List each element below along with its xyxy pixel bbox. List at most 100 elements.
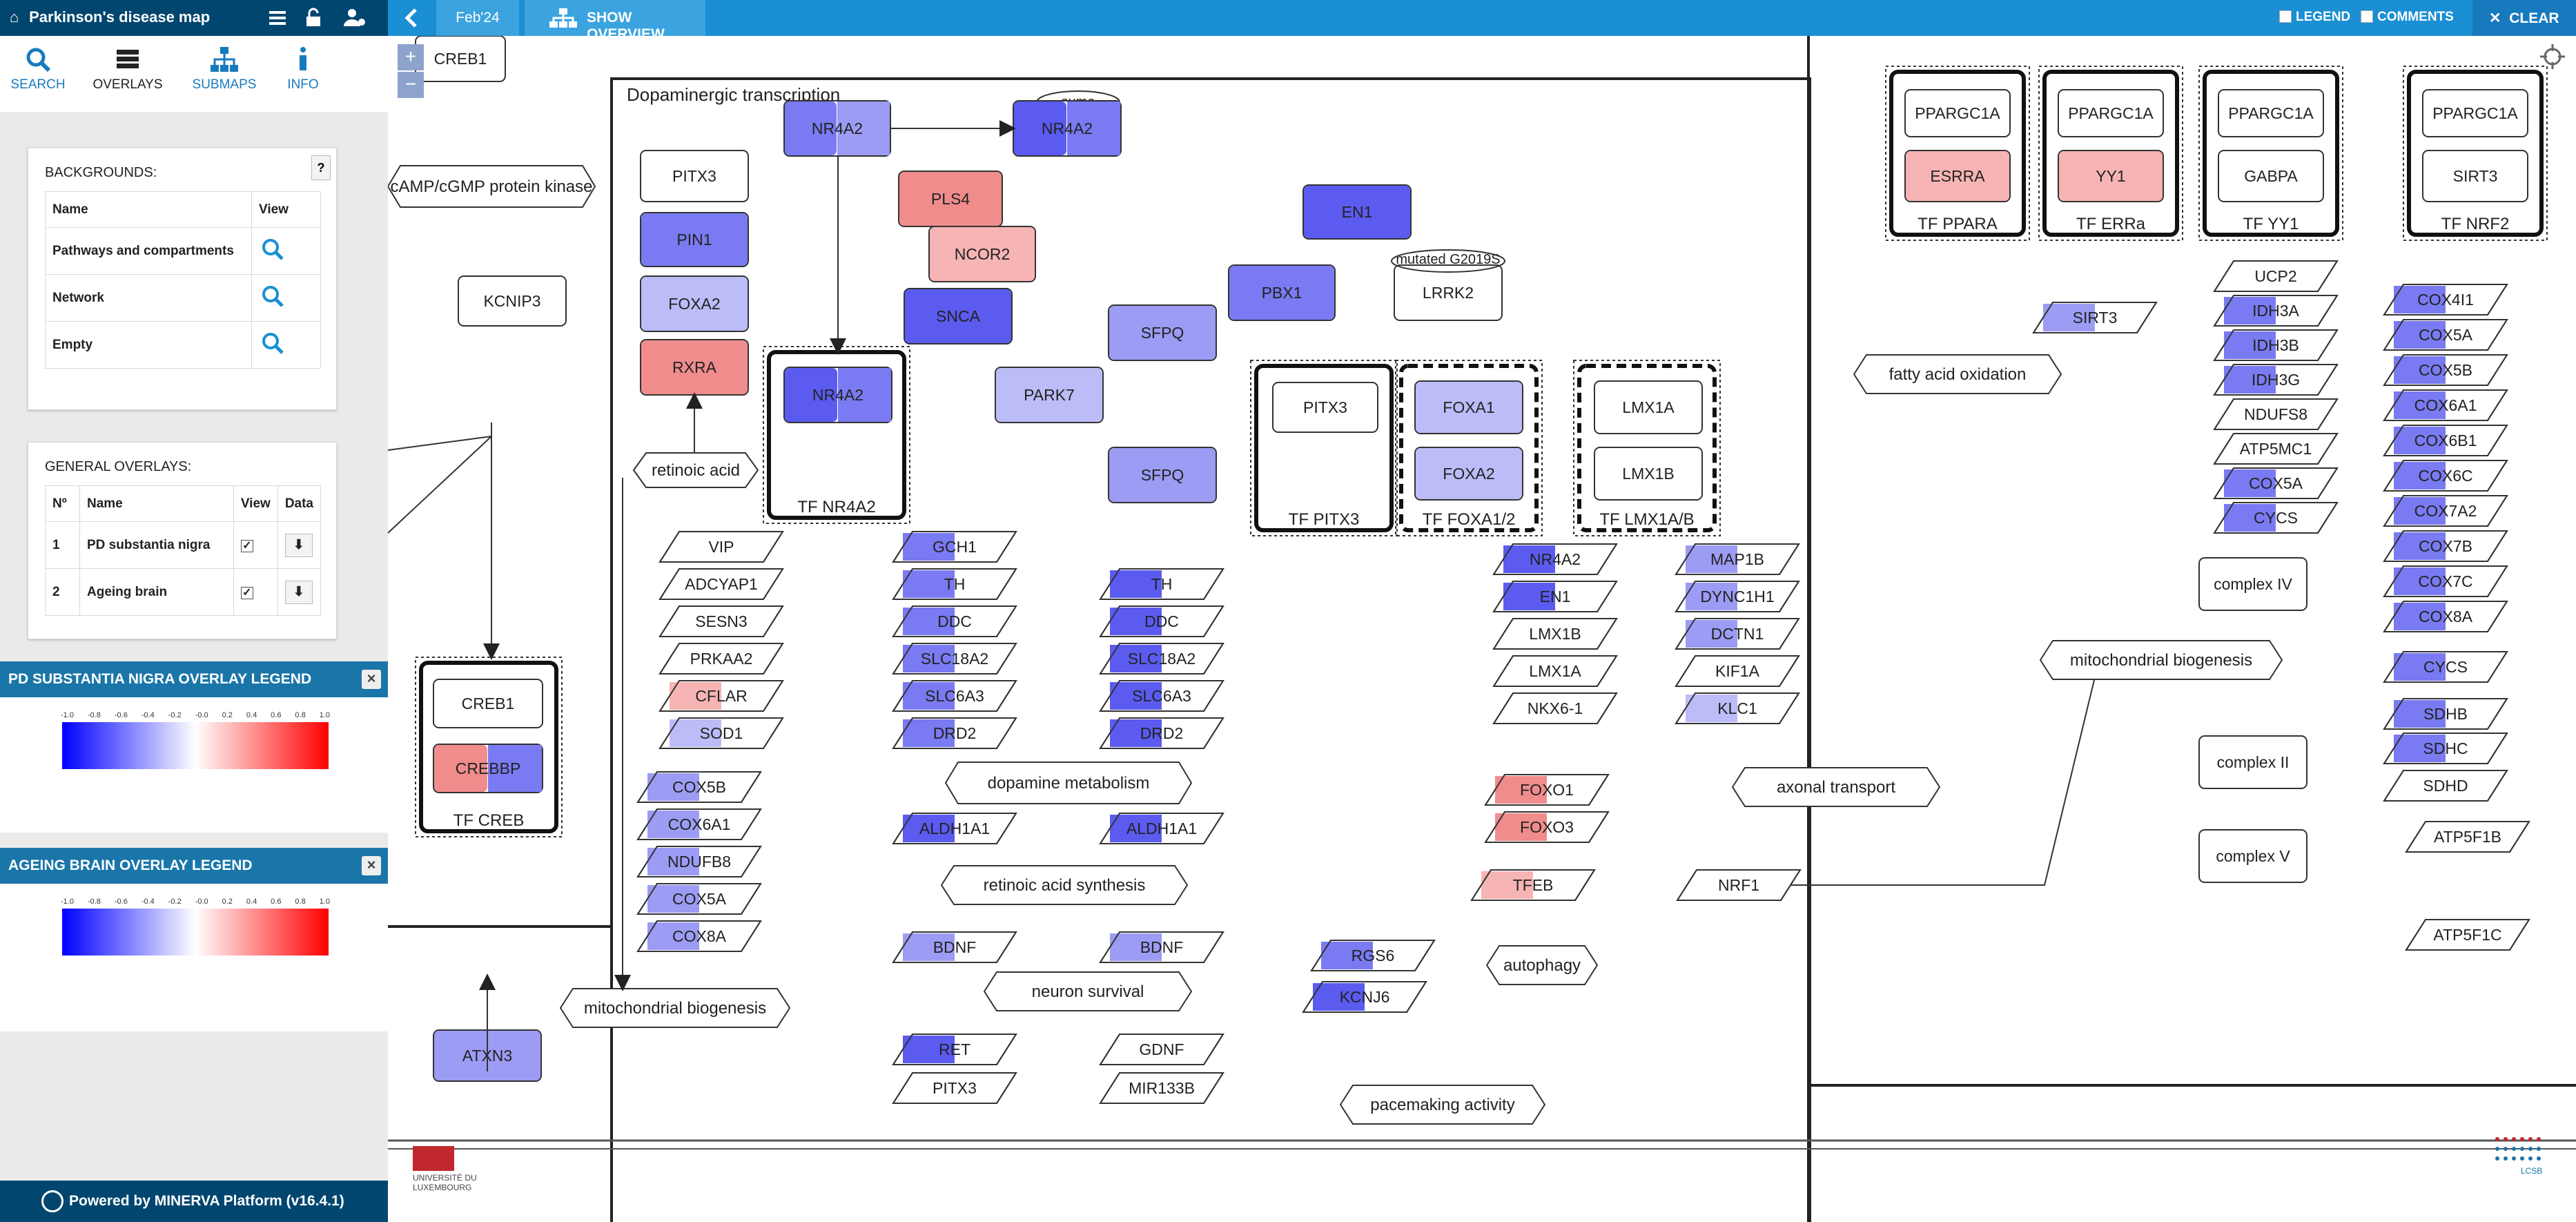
gene-node-lmx1b[interactable]: LMX1B [1492, 618, 1618, 650]
tab-search[interactable]: SEARCH [0, 46, 76, 108]
gene-node-nr4a2[interactable]: NR4A2 [1492, 543, 1618, 575]
gene-node-gch1[interactable]: GCH1 [892, 531, 1017, 563]
gene-node-cox4i1[interactable]: COX4I1 [2383, 284, 2508, 316]
powered-by-footer[interactable]: Powered by MINERVA Platform (v16.4.1) [0, 1181, 388, 1222]
view-button[interactable] [251, 321, 321, 369]
gene-node-cox6c[interactable]: COX6C [2383, 460, 2508, 492]
phenotype-neuron-survival[interactable]: neuron survival [983, 971, 1193, 1011]
phenotype-mitochondrial-biogenesis[interactable]: mitochondrial biogenesis [559, 988, 791, 1028]
gene-node-sdhd[interactable]: SDHD [2383, 770, 2508, 802]
gene-node-foxo3[interactable]: FOXO3 [1484, 811, 1610, 843]
gene-node-cox7c[interactable]: COX7C [2383, 565, 2508, 597]
gene-node-sirt3[interactable]: SIRT3 [2032, 302, 2158, 333]
gene-node-cox5a[interactable]: COX5A [2383, 319, 2508, 351]
close-icon[interactable]: × [362, 670, 381, 689]
gene-node-nkx6-1[interactable]: NKX6-1 [1492, 692, 1618, 724]
gene-node-lrrk2[interactable]: LRRK2 [1394, 264, 1503, 321]
zoom-in-button[interactable]: + [398, 44, 424, 70]
phenotype-camp-cgmp-protein-kinase[interactable]: cAMP/cGMP protein kinase [388, 165, 596, 208]
gene-node-ret[interactable]: RET [892, 1034, 1017, 1065]
gene-node-cox7b[interactable]: COX7B [2383, 530, 2508, 562]
gene-node-slc18a2[interactable]: SLC18A2 [1099, 643, 1224, 675]
view-button[interactable] [251, 274, 321, 322]
gene-node-cycs[interactable]: CYCS [2383, 651, 2508, 683]
view-button[interactable] [251, 227, 321, 275]
gene-node-slc6a3[interactable]: SLC6A3 [892, 680, 1017, 712]
gene-node-idh3a[interactable]: IDH3A [2213, 295, 2339, 327]
gene-node-ppargc1a[interactable]: PPARGC1A [1904, 89, 2011, 137]
clear-button[interactable]: ✕ CLEAR [2472, 0, 2576, 36]
phenotype-autophagy[interactable]: autophagy [1485, 945, 1599, 985]
gene-node-ppargc1a[interactable]: PPARGC1A [2058, 89, 2164, 137]
gene-node-slc18a2[interactable]: SLC18A2 [892, 643, 1017, 675]
gene-node-slc6a3[interactable]: SLC6A3 [1099, 680, 1224, 712]
download-button[interactable]: ⬇ [277, 568, 322, 616]
show-overview-button[interactable]: SHOW OVERVIEW [525, 0, 705, 42]
gene-node-kif1a[interactable]: KIF1A [1675, 655, 1800, 687]
gene-node-nrf1[interactable]: NRF1 [1676, 869, 1802, 901]
gene-node-lmx1a[interactable]: LMX1A [1594, 380, 1703, 434]
legend-toggle[interactable]: LEGEND [2279, 10, 2350, 25]
gene-node-complex-iv[interactable]: complex IV [2198, 557, 2307, 611]
phenotype-pacemaking-activity[interactable]: pacemaking activity [1339, 1085, 1546, 1125]
comments-checkbox[interactable] [2361, 10, 2373, 23]
gene-node-park7[interactable]: PARK7 [995, 367, 1104, 423]
gene-node-th[interactable]: TH [1099, 568, 1224, 600]
phenotype-dopamine-metabolism[interactable]: dopamine metabolism [944, 762, 1193, 804]
gene-node-rgs6[interactable]: RGS6 [1310, 940, 1436, 971]
gene-node-cycs[interactable]: CYCS [2213, 502, 2339, 534]
gene-node-cox6a1[interactable]: COX6A1 [2383, 389, 2508, 421]
gene-node-cox5a[interactable]: COX5A [636, 883, 762, 915]
gene-node-nr4a2[interactable]: NR4A2 [1013, 100, 1122, 157]
gene-node-esrra[interactable]: ESRRA [1904, 150, 2011, 202]
gene-node-bdnf[interactable]: BDNF [1099, 931, 1224, 963]
gene-node-pitx3[interactable]: PITX3 [640, 150, 749, 202]
gene-node-ddc[interactable]: DDC [892, 605, 1017, 637]
gene-node-th[interactable]: TH [892, 568, 1017, 600]
tab-submaps[interactable]: SUBMAPS [186, 46, 262, 108]
gene-node-foxa2[interactable]: FOXA2 [640, 275, 749, 332]
legend-checkbox[interactable] [2279, 10, 2292, 23]
gene-node-aldh1a1[interactable]: ALDH1A1 [892, 813, 1017, 844]
gene-node-atp5mc1[interactable]: ATP5MC1 [2213, 433, 2339, 465]
gene-node-complex-ii[interactable]: complex II [2198, 735, 2307, 789]
gene-node-cox5b[interactable]: COX5B [2383, 354, 2508, 386]
gene-node-drd2[interactable]: DRD2 [1099, 717, 1224, 749]
app-title[interactable]: ⌂ Parkinson's disease map [10, 8, 210, 26]
overlay-view-checkbox[interactable]: ✓ [233, 568, 278, 616]
download-button[interactable]: ⬇ [277, 521, 322, 569]
gene-node-cox6b1[interactable]: COX6B1 [2383, 425, 2508, 456]
gene-node-ndufs8[interactable]: NDUFS8 [2213, 398, 2339, 430]
gene-node-gdnf[interactable]: GDNF [1099, 1034, 1224, 1065]
gene-node-cox8a[interactable]: COX8A [2383, 601, 2508, 632]
gene-node-foxa1[interactable]: FOXA1 [1414, 380, 1523, 434]
gene-node-atp5f1c[interactable]: ATP5F1C [2405, 919, 2530, 951]
gene-node-pbx1[interactable]: PBX1 [1228, 264, 1336, 321]
gene-node-sfpq[interactable]: SFPQ [1108, 304, 1217, 361]
pathway-diagram[interactable]: Dopaminergic transcriptionCREB1cAMP/cGMP… [388, 36, 2576, 1222]
phenotype-retinoic-acid[interactable]: retinoic acid [632, 452, 759, 488]
phenotype-mitochondrial-biogenesis[interactable]: mitochondrial biogenesis [2039, 640, 2283, 680]
gene-node-vip[interactable]: VIP [658, 531, 784, 563]
gene-node-drd2[interactable]: DRD2 [892, 717, 1017, 749]
phenotype-axonal-transport[interactable]: axonal transport [1731, 767, 1941, 807]
gene-node-lmx1a[interactable]: LMX1A [1492, 655, 1618, 687]
col-name[interactable]: Name [79, 485, 234, 522]
gene-node-idh3g[interactable]: IDH3G [2213, 364, 2339, 396]
gene-node-crebbp[interactable]: CREBBP [433, 744, 543, 793]
gene-node-sdhc[interactable]: SDHC [2383, 733, 2508, 764]
gene-node-foxa2[interactable]: FOXA2 [1414, 447, 1523, 501]
gene-node-cox6a1[interactable]: COX6A1 [636, 808, 762, 840]
gene-node-bdnf[interactable]: BDNF [892, 931, 1017, 963]
unlock-icon[interactable] [301, 6, 326, 30]
gene-node-en1[interactable]: EN1 [1302, 184, 1412, 240]
gene-node-cox5b[interactable]: COX5B [636, 771, 762, 803]
tab-overlays[interactable]: OVERLAYS [90, 46, 166, 108]
phenotype-retinoic-acid-synthesis[interactable]: retinoic acid synthesis [940, 865, 1189, 905]
gene-node-creb1[interactable]: CREB1 [433, 679, 543, 728]
close-icon[interactable]: × [362, 856, 381, 875]
gene-node-ncor2[interactable]: NCOR2 [928, 226, 1036, 282]
gene-node-aldh1a1[interactable]: ALDH1A1 [1099, 813, 1224, 844]
gene-node-map1b[interactable]: MAP1B [1675, 543, 1800, 575]
